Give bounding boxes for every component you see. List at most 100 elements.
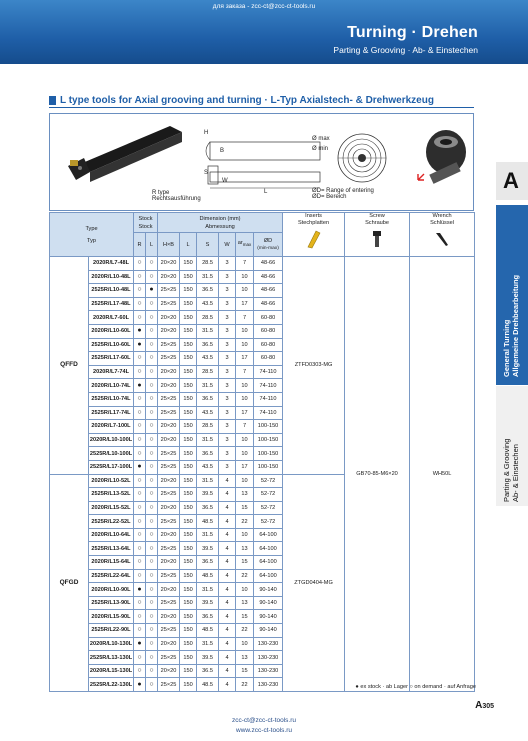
dim-w: 3 bbox=[218, 446, 237, 461]
dim-w: 3 bbox=[218, 269, 237, 285]
section-tab-parting[interactable]: Parting & Grooving Ab- & Einstechen bbox=[496, 386, 528, 506]
dim-s: 39.5 bbox=[196, 487, 220, 502]
item-code: 2020R/L10-100L bbox=[87, 432, 135, 448]
stock-header: Stock Stock bbox=[133, 212, 159, 233]
dim-length: 150 bbox=[179, 582, 198, 597]
dim-ar: 10 bbox=[235, 473, 255, 489]
dim-s: 31.5 bbox=[196, 269, 220, 285]
page-title: Turning · Drehen bbox=[347, 24, 478, 41]
inserts-header-en: Inserts bbox=[305, 213, 322, 220]
dim-w: W bbox=[222, 178, 228, 184]
dim-s: 39.5 bbox=[196, 595, 220, 611]
insert-code: ZTGD0404-MG bbox=[282, 473, 346, 692]
dim-w: 3 bbox=[218, 432, 237, 448]
screw-header-en: Screw bbox=[369, 213, 385, 220]
dim-s: 28.5 bbox=[196, 419, 220, 434]
dim-h: H bbox=[204, 130, 209, 136]
dim-ar: 17 bbox=[235, 459, 255, 475]
dim-length: 150 bbox=[179, 568, 198, 584]
stock-r: ○ bbox=[133, 541, 147, 557]
dim-hxb: 25×25 bbox=[157, 623, 181, 638]
dim-length: 150 bbox=[179, 595, 198, 611]
dia-min-label: Ø min bbox=[312, 146, 329, 152]
dim-hxb: 20×20 bbox=[157, 582, 181, 597]
wrench-icon bbox=[436, 233, 449, 246]
dim-b: B bbox=[220, 148, 225, 154]
stock-l: ○ bbox=[145, 432, 159, 448]
chapter-tab[interactable]: A bbox=[496, 162, 528, 200]
dim-s: 36.5 bbox=[196, 555, 220, 570]
length-header: L bbox=[179, 232, 198, 257]
item-code: 2020R/L7-74L bbox=[87, 364, 135, 380]
item-code: 2020R/L15-64L bbox=[87, 555, 135, 570]
dim-length: 150 bbox=[179, 378, 198, 393]
dim-ar: 17 bbox=[235, 351, 255, 366]
dim-od: 74-110 bbox=[253, 405, 284, 421]
dimension-header-de: Abmessung bbox=[205, 223, 235, 230]
dim-hxb: 20×20 bbox=[157, 310, 181, 325]
stock-r: ○ bbox=[133, 473, 147, 489]
dim-s: 31.5 bbox=[196, 636, 220, 652]
stock-l: ○ bbox=[145, 351, 159, 366]
dim-hxb: 20×20 bbox=[157, 256, 181, 271]
dim-w: 3 bbox=[218, 378, 237, 393]
dim-ar: 15 bbox=[235, 663, 255, 679]
dim-hxb: 25×25 bbox=[157, 514, 181, 529]
section-heading: L type tools for Axial grooving and turn… bbox=[49, 95, 434, 106]
dim-length: 150 bbox=[179, 541, 198, 557]
dim-s: S bbox=[204, 170, 209, 176]
stock-r: ● bbox=[133, 582, 147, 597]
stock-r: ○ bbox=[133, 663, 147, 679]
page-number: A305 bbox=[475, 700, 494, 711]
wrench-header: Wrench Schlüssel bbox=[409, 212, 476, 257]
item-code: 2020R/L10-60L bbox=[87, 323, 135, 339]
dim-ar: 13 bbox=[235, 487, 255, 502]
dim-ar: 10 bbox=[235, 337, 255, 353]
dim-w: 3 bbox=[218, 459, 237, 475]
r-type-caption: R type Rechtsausführung bbox=[152, 190, 201, 202]
dim-length: 150 bbox=[179, 446, 198, 461]
range-en: ØD= Range of entering bbox=[312, 188, 374, 194]
tool-table: Type Typ Stock Stock Dimension (mm) Abme… bbox=[48, 212, 476, 692]
dim-w: 3 bbox=[218, 351, 237, 366]
order-email[interactable]: для заказа - zcc-ct@zcc-ct-tools.ru bbox=[212, 3, 316, 10]
dim-ar: 10 bbox=[235, 527, 255, 543]
dim-ar: 10 bbox=[235, 378, 255, 393]
dim-length: 150 bbox=[179, 337, 198, 353]
wrench-header-en: Wrench bbox=[432, 213, 452, 220]
stock-l: ○ bbox=[145, 595, 159, 611]
dim-length: 150 bbox=[179, 296, 198, 312]
dim-od: 100-150 bbox=[253, 459, 284, 475]
type-header: Type Typ bbox=[48, 212, 135, 257]
stock-r: ○ bbox=[133, 623, 147, 638]
dim-ar: 22 bbox=[235, 623, 255, 638]
dim-s: 36.5 bbox=[196, 391, 220, 407]
insert-icon bbox=[307, 230, 320, 249]
dim-length: 150 bbox=[179, 527, 198, 543]
dim-hxb: 25×25 bbox=[157, 296, 181, 312]
dim-hxb: 20×20 bbox=[157, 663, 181, 679]
stock-l: ○ bbox=[145, 473, 159, 489]
stock-l: ○ bbox=[145, 323, 159, 339]
dim-length: 150 bbox=[179, 677, 198, 692]
stock-l: ○ bbox=[145, 663, 159, 679]
footer-website[interactable]: www.zcc-ct-tools.ru bbox=[236, 727, 292, 734]
section-tab-general-turning[interactable]: General Turning Allgemeine Drehbearbeitu… bbox=[496, 205, 528, 385]
dim-length: 150 bbox=[179, 650, 198, 665]
dim-length: 150 bbox=[179, 432, 198, 448]
dim-od: 90-140 bbox=[253, 595, 284, 611]
dim-hxb: 20×20 bbox=[157, 432, 181, 448]
item-code: 2525R/L17-48L bbox=[87, 296, 135, 312]
stock-r: ● bbox=[133, 323, 147, 339]
w-header: W bbox=[218, 232, 237, 257]
dim-ar: 10 bbox=[235, 432, 255, 448]
footer-email[interactable]: zcc-ct@zcc-ct-tools.ru bbox=[231, 717, 297, 724]
stock-r: ○ bbox=[133, 405, 147, 421]
